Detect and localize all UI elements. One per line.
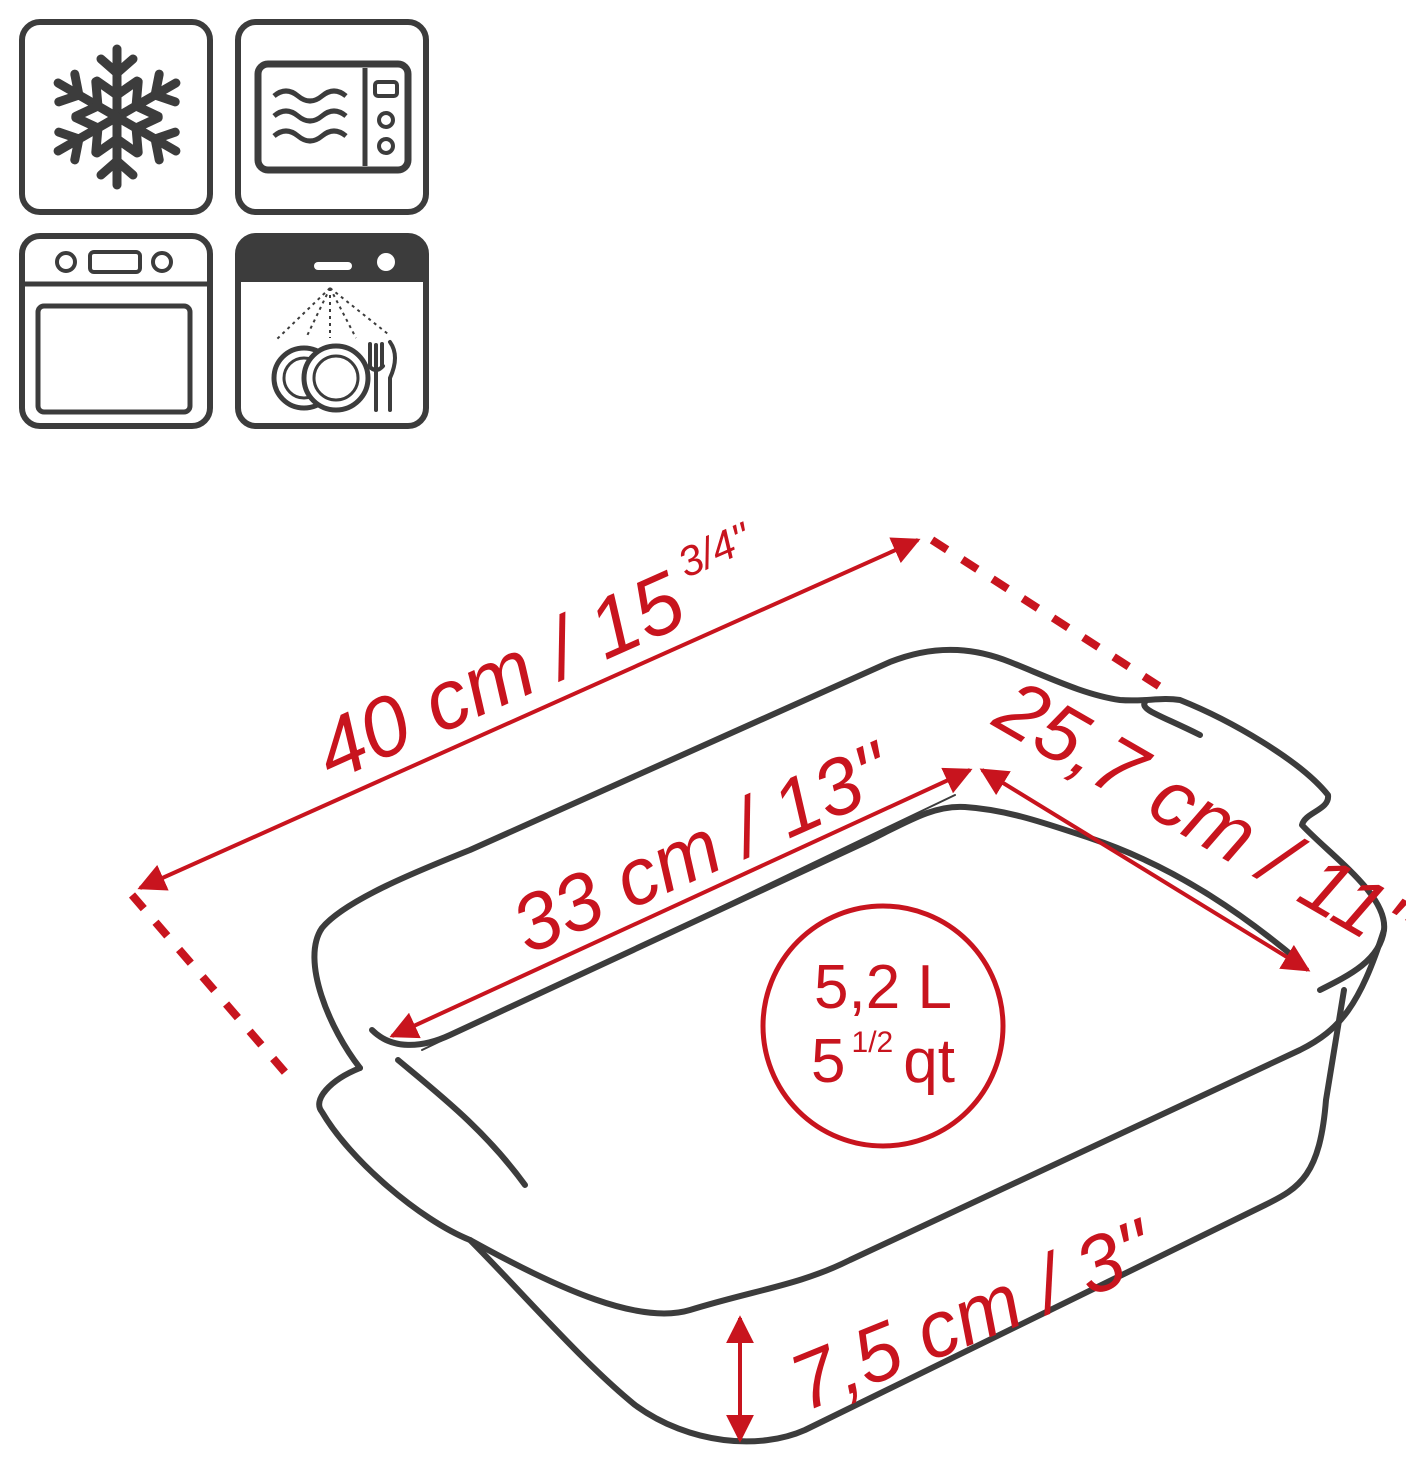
oven-safe-icon <box>19 233 213 429</box>
dimension-lines <box>128 536 1311 1443</box>
outer-length-arrow <box>137 537 921 891</box>
svg-text:7,5 cm / 3'': 7,5 cm / 3'' <box>778 1201 1168 1428</box>
width-arrow <box>979 768 1311 972</box>
outer-length-label: 40 cm / 153/4'' <box>299 513 780 799</box>
inner-length-arrow <box>389 767 973 1039</box>
oven-icon <box>25 250 207 415</box>
outer-width-dashes-right <box>929 536 1168 694</box>
height-label: 7,5 cm / 3'' <box>778 1201 1168 1428</box>
outer-width-dashes-left <box>128 892 300 1088</box>
dishwasher-safe-icon <box>235 233 429 429</box>
snowflake-icon <box>48 44 186 185</box>
svg-text:40 cm / 153/4'': 40 cm / 153/4'' <box>299 513 780 799</box>
microwave-icon <box>254 60 412 174</box>
dishwasher-icon <box>271 253 397 413</box>
capacity-liters: 5,2 L <box>814 953 952 1022</box>
microwave-safe-icon <box>235 19 429 215</box>
freezer-safe-icon <box>19 19 213 215</box>
